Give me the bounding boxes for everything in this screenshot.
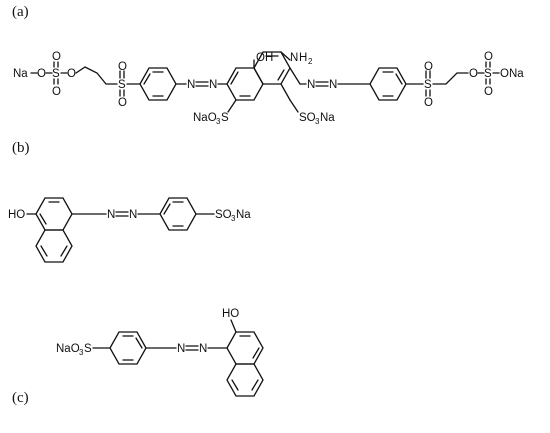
atom-na: Na	[236, 209, 251, 221]
atom-n: N	[329, 79, 337, 91]
atom-o: O	[484, 51, 493, 63]
structure-a: Na O S O O O S O O N N	[13, 51, 524, 126]
atom-n: N	[209, 79, 217, 91]
atom-s: S	[52, 68, 60, 80]
atom-s: S	[221, 112, 229, 124]
atom-o: O	[469, 68, 478, 80]
atom-o: O	[67, 68, 76, 80]
structure-c: NaO 3 S N N HO	[56, 308, 264, 397]
atom-na-left: Na	[13, 68, 28, 80]
panel-label-a: (a)	[12, 4, 29, 20]
atom-ho: HO	[8, 209, 25, 221]
subscript: 3	[216, 117, 221, 126]
atom-o: O	[52, 51, 61, 63]
atom-o: O	[424, 97, 433, 109]
subscript: 2	[308, 57, 313, 66]
atom-na: NaO	[193, 112, 217, 124]
atom-s: SO	[299, 112, 316, 124]
atom-s: S	[118, 79, 126, 91]
subscript: 3	[315, 117, 320, 126]
panel-label-b: (b)	[12, 140, 30, 156]
atom-o: O	[484, 86, 493, 98]
atom-ona: ONa	[500, 68, 524, 80]
atom-s: S	[484, 68, 492, 80]
atom-n: N	[290, 52, 298, 64]
atom-o: O	[118, 61, 127, 73]
atom-h: H	[299, 52, 307, 64]
atom-s: S	[84, 343, 92, 355]
subscript: 3	[231, 214, 236, 223]
atom-so3: SO	[215, 209, 232, 221]
atom-n: N	[187, 79, 195, 91]
atom-n: N	[307, 79, 315, 91]
atom-o: O	[118, 97, 127, 109]
atom-h: H	[265, 52, 273, 64]
atom-na: NaO	[56, 343, 80, 355]
subscript: 3	[79, 348, 84, 357]
atom-ho: HO	[222, 308, 239, 320]
structure-b: HO N N SO 3 Na	[8, 197, 251, 263]
atom-o: O	[256, 52, 265, 64]
panel-label-c: (c)	[12, 390, 29, 406]
atom-o: O	[37, 68, 46, 80]
atom-n: N	[199, 343, 207, 355]
atom-n: N	[107, 209, 115, 221]
atom-n: N	[129, 209, 137, 221]
atom-s: S	[424, 79, 432, 91]
atom-n: N	[177, 343, 185, 355]
atom-na: Na	[320, 112, 335, 124]
atom-o: O	[52, 86, 61, 98]
atom-o: O	[424, 61, 433, 73]
